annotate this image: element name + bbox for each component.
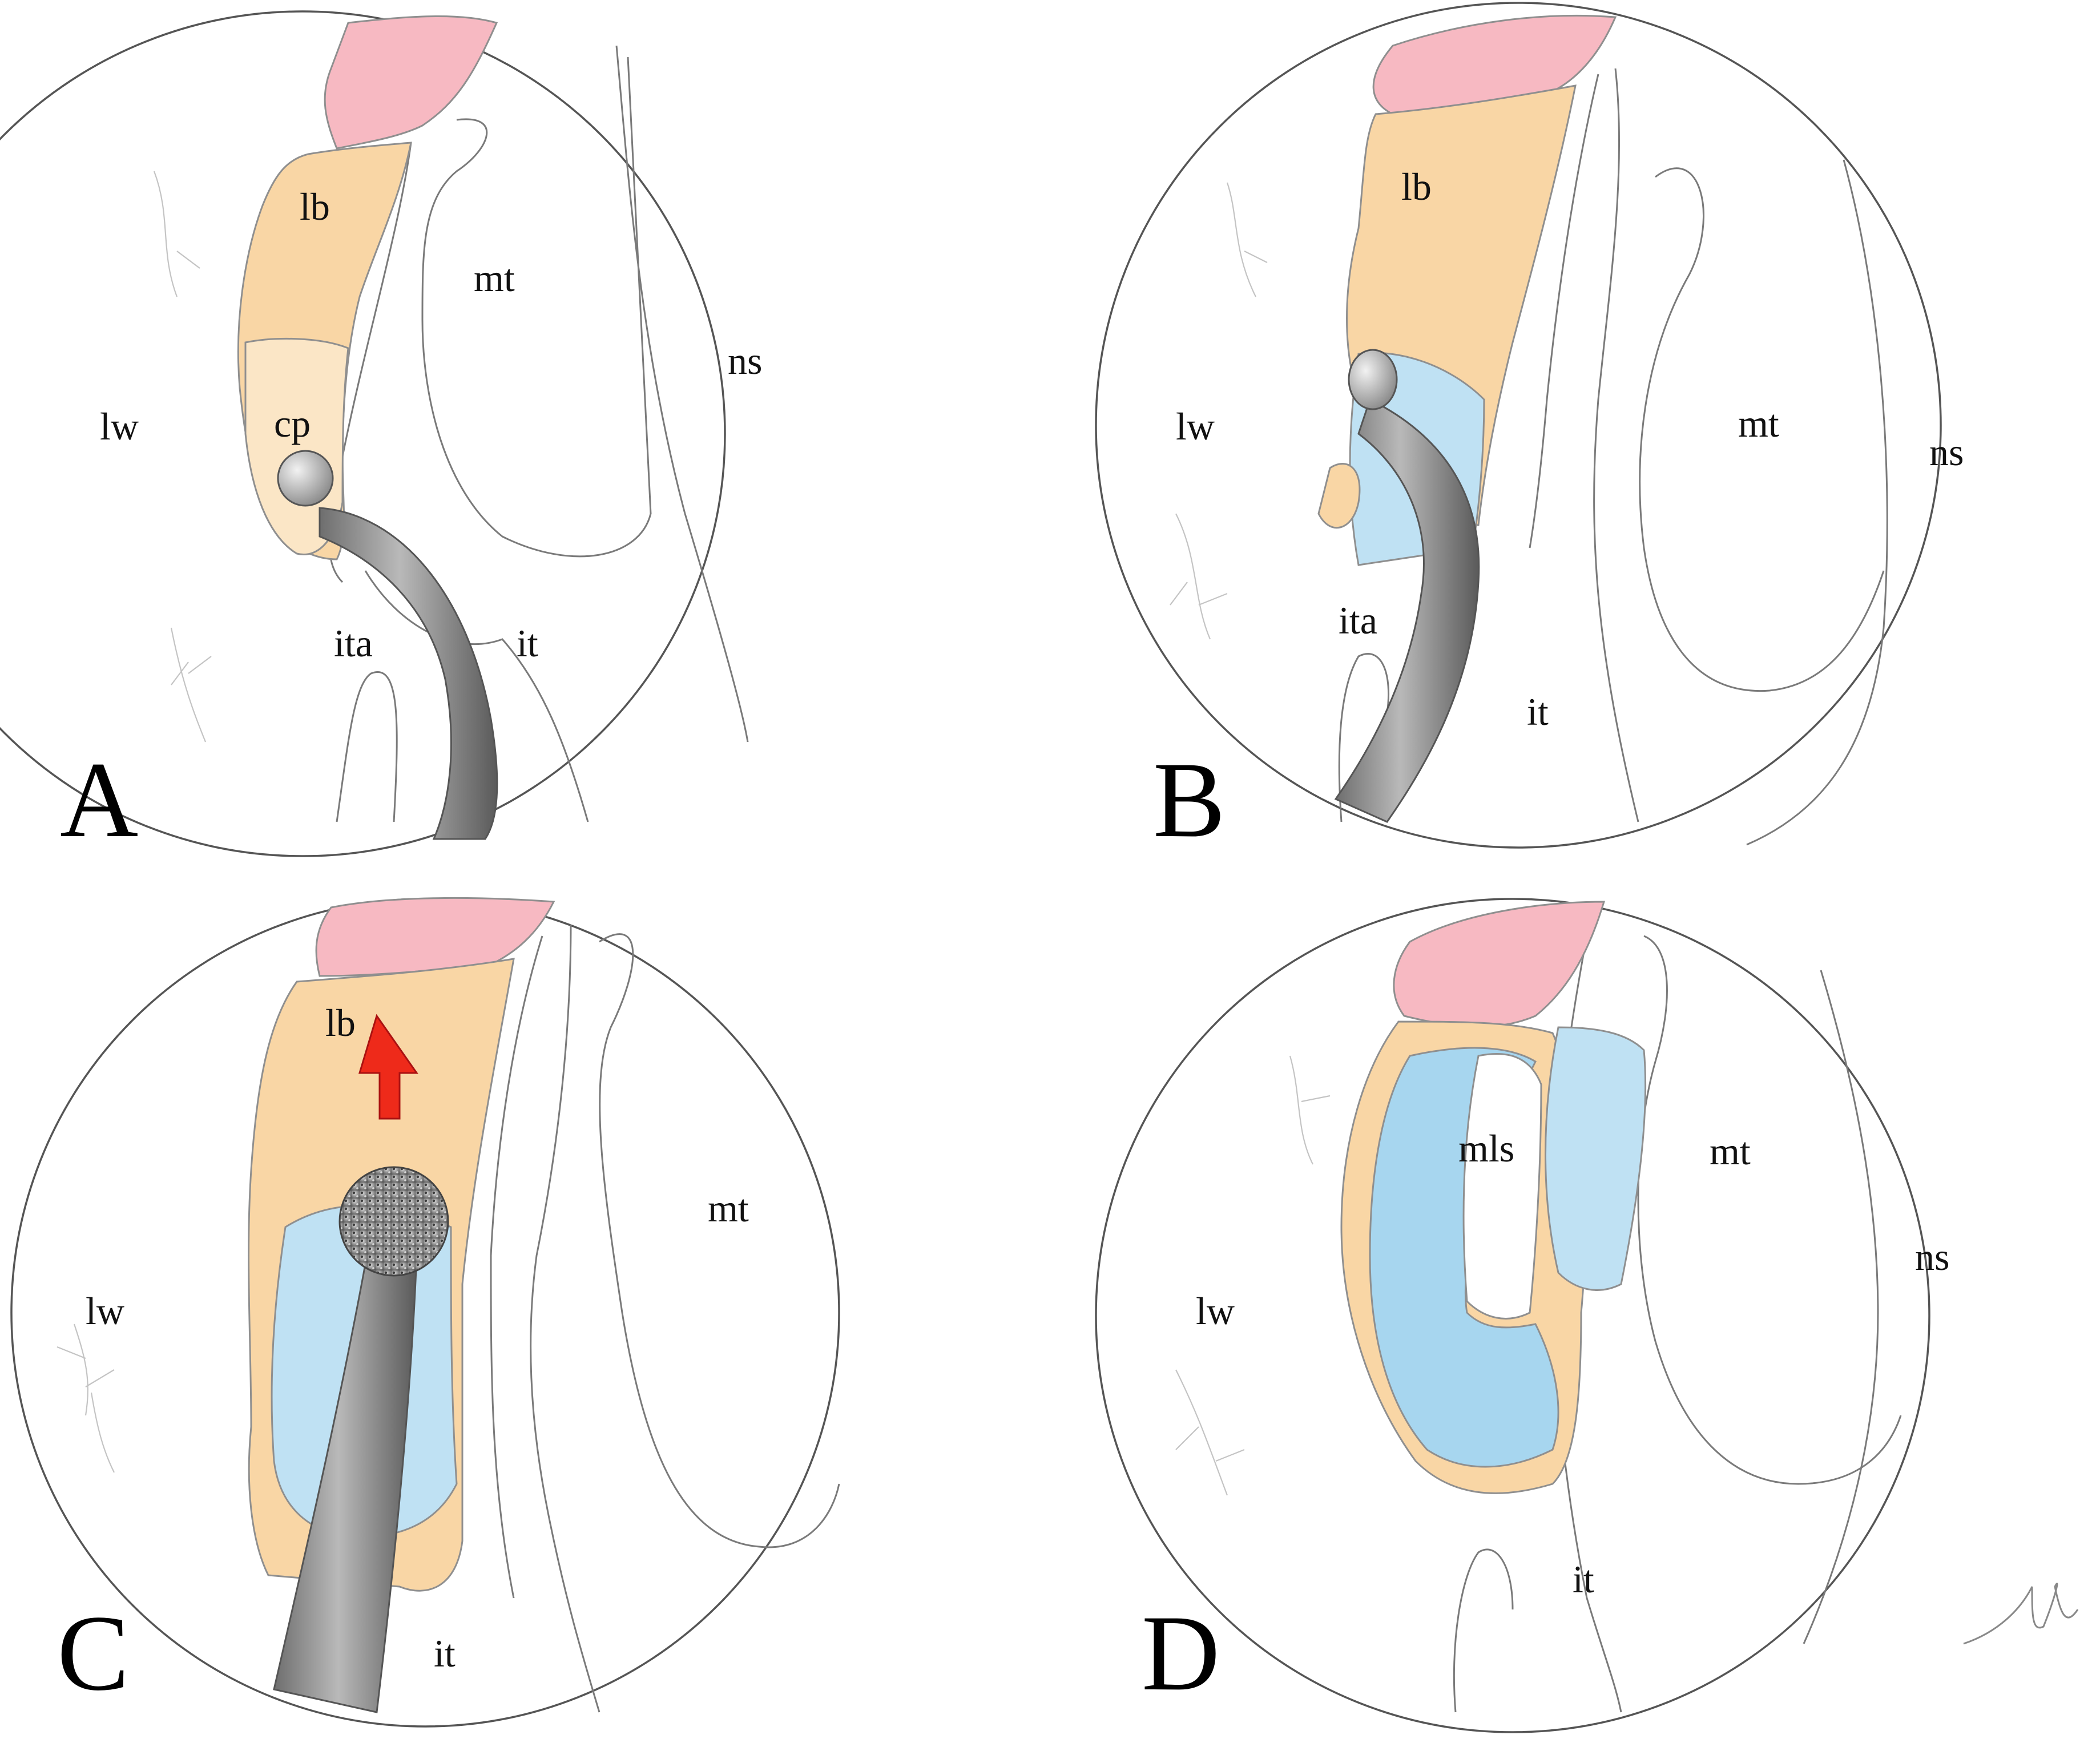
panel-c-red-arrow bbox=[358, 1014, 418, 1120]
panel-b-label-lw: lw bbox=[1176, 405, 1215, 448]
panel-b-middle-turbinate-outline bbox=[1639, 167, 1885, 692]
panel-c-letter: C bbox=[57, 1593, 130, 1713]
panel-c-label-lw: lw bbox=[86, 1289, 124, 1333]
panel-c-label-mt: mt bbox=[708, 1187, 749, 1230]
panel-d-inferior-lip-outline bbox=[1453, 1548, 1514, 1713]
panel-c-drill-shaft bbox=[273, 1231, 418, 1713]
panel-b-label-mt: mt bbox=[1738, 402, 1779, 445]
panel-b-turbinate-boundary bbox=[1593, 68, 1639, 822]
panel-b-bone-fragment bbox=[1317, 463, 1361, 529]
panel-b-label-lb: lb bbox=[1401, 165, 1432, 208]
panel-d-field-circle bbox=[1095, 898, 1930, 1733]
panel-d-upper-tissue bbox=[1393, 901, 1606, 1028]
panel-a-label-lw: lw bbox=[100, 405, 139, 448]
panel-b-letter: B bbox=[1153, 740, 1226, 860]
panel-b-uncinate-outline bbox=[1529, 74, 1599, 548]
panel-d-label-it: it bbox=[1573, 1558, 1594, 1601]
panel-b-field-circle bbox=[1095, 2, 1942, 849]
panel-d-label-ns: ns bbox=[1915, 1235, 1949, 1278]
panel-b-vessel bbox=[1170, 182, 1268, 640]
panel-c-turbinate-boundary bbox=[490, 935, 543, 1599]
panel-d-label-lw: lw bbox=[1196, 1289, 1235, 1333]
panel-b-curette-tip bbox=[1348, 349, 1398, 410]
panel-d-letter: D bbox=[1142, 1593, 1220, 1713]
panel-a-field-circle bbox=[0, 10, 726, 857]
panel-d-mucosal-flap-right bbox=[1545, 1026, 1647, 1291]
panel-b-label-it: it bbox=[1527, 690, 1549, 733]
panel-d-label-mt: mt bbox=[1710, 1129, 1751, 1173]
panel-a-ita-outline bbox=[336, 671, 398, 822]
panel-a-middle-turbinate-outline bbox=[421, 57, 652, 558]
panel-a-curette-shaft bbox=[319, 507, 498, 840]
panel-a-label-it: it bbox=[517, 622, 538, 665]
panel-a-label-lb: lb bbox=[300, 185, 330, 228]
panel-a-label-mt: mt bbox=[474, 256, 515, 300]
panel-a-label-ita: ita bbox=[334, 622, 373, 665]
panel-c-diamond-bur bbox=[338, 1166, 449, 1277]
panel-c-upper-tissue bbox=[315, 897, 555, 977]
signature-icon bbox=[1963, 1583, 2079, 1645]
panel-a-septum-outline bbox=[615, 45, 749, 743]
panel-a-inferior-turbinate-outline bbox=[364, 570, 589, 822]
panel-a-label-ns: ns bbox=[728, 339, 762, 382]
panel-d-label-mls: mls bbox=[1458, 1127, 1514, 1170]
panel-d-middle-turbinate-outline bbox=[1637, 935, 1902, 1485]
panel-d-opening bbox=[1462, 1053, 1542, 1320]
panel-b-ita-outline bbox=[1338, 653, 1389, 822]
panel-d: mls lw mt ns it D bbox=[1095, 898, 1949, 1733]
panel-c-middle-turbinate-outline bbox=[599, 933, 840, 1548]
panel-c-septum-outline bbox=[530, 924, 600, 1713]
panel-d-septum-outline bbox=[1803, 970, 1879, 1644]
panel-a-curette-tip bbox=[277, 450, 334, 507]
panel-b-septum-outline bbox=[1746, 159, 1888, 846]
panel-a-letter: A bbox=[60, 740, 138, 860]
panel-c-label-lb: lb bbox=[325, 1001, 356, 1044]
panel-a-label-cp: cp bbox=[274, 402, 311, 445]
panel-b-curette-shaft bbox=[1334, 398, 1480, 823]
panel-b-label-ita: ita bbox=[1339, 599, 1377, 642]
panel-a-upper-tissue bbox=[324, 15, 498, 150]
panel-a: lb cp lw mt ns ita it A bbox=[0, 10, 762, 860]
panel-c-label-it: it bbox=[434, 1632, 456, 1675]
panel-d-vessel bbox=[1175, 1055, 1331, 1496]
panel-a-vessel bbox=[153, 171, 212, 743]
panel-b: lb lw mt ns ita it B bbox=[1095, 2, 1964, 860]
panel-b-label-ns: ns bbox=[1929, 430, 1964, 474]
panel-c-vessel bbox=[57, 1324, 115, 1473]
panel-c: lb lw mt it C bbox=[10, 897, 840, 1728]
